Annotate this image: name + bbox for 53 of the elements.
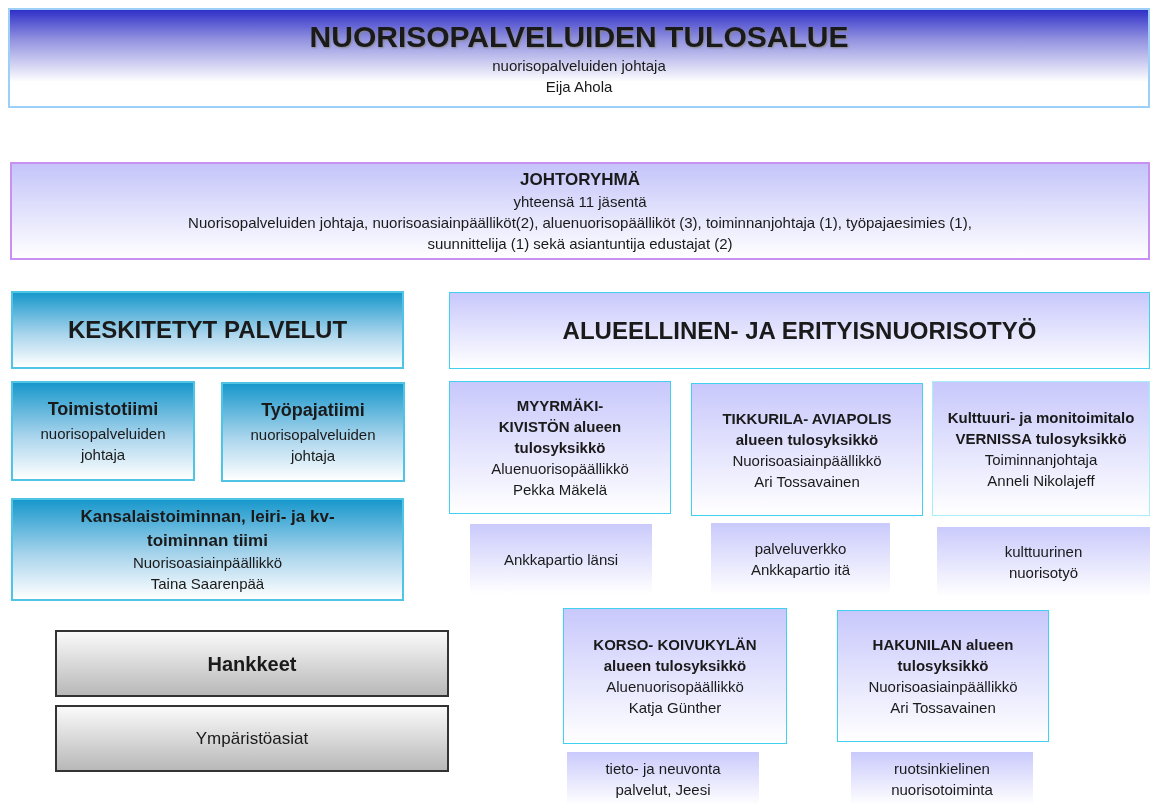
body-text: Nuorisoasiainpäällikkö (132, 553, 283, 574)
body-text: yhteensä 11 jäsentä (513, 192, 647, 213)
service-box (567, 752, 759, 805)
body-text: Ari Tossavainen (890, 698, 996, 718)
heading-text: Kansalaistoiminnan, leiri- ja kv-toiminnan tiimi (79, 505, 336, 552)
unit-box (837, 610, 1049, 742)
heading-text: JOHTORYHMÄ (520, 168, 640, 191)
heading-text: Hankkeet (207, 651, 297, 677)
body-text: Anneli Nikolajeff (987, 470, 1095, 491)
body-text: tieto- ja neuvonta palvelut, Jeesi (604, 758, 722, 800)
heading-text: Toimistotiimi (47, 398, 159, 422)
unit-box (932, 381, 1150, 516)
section-header (11, 291, 404, 369)
heading-text: KESKITETYT PALVELUT (67, 315, 348, 346)
body-text: Pekka Mäkelä (512, 480, 608, 500)
body-text: Ankkapartio länsi (503, 549, 619, 570)
team-box (11, 498, 404, 601)
body-text: Toiminnanjohtaja (984, 449, 1098, 470)
group-box (10, 162, 1150, 260)
body-text: Eija Ahola (545, 77, 613, 97)
heading-text: KORSO- KOIVUKYLÄN alueen tulosyksikkö (592, 635, 758, 676)
unit-box (449, 381, 671, 514)
heading-text: NUORISOPALVELUIDEN TULOSALUE (309, 19, 849, 55)
body-text: Nuorisoasiainpäällikkö (868, 677, 1018, 697)
body-text: kulttuurinen nuorisotyö (1003, 542, 1084, 583)
body-text: Aluenuorisopäällikkö (491, 459, 629, 479)
body-text: nuorisopalveluiden johtaja (39, 423, 167, 465)
body-text: Katja Günther (628, 698, 722, 718)
body-text: nuorisopalveluiden johtaja (492, 56, 666, 76)
section-header (449, 292, 1150, 369)
team-box (11, 381, 195, 481)
service-box (851, 752, 1033, 805)
body-text: Taina Saarenpää (150, 574, 265, 595)
heading-text: TIKKURILA- AVIAPOLIS alueen tulosyksikkö (721, 408, 893, 450)
body-text: Aluenuorisopäällikkö (606, 677, 744, 697)
body-text: ruotsinkielinen nuorisotoiminta (890, 758, 994, 800)
heading-text: HAKUNILAN alueen tulosyksikkö (871, 635, 1015, 676)
heading-text: MYYRMÄKI- KIVISTÖN alueen tulosyksikkö (497, 396, 623, 458)
title-banner (8, 8, 1150, 108)
heading-text: Kulttuuri- ja monitoimitalo VERNISSA tulosyksikkö (946, 407, 1136, 449)
project-box (55, 705, 449, 772)
team-box (221, 382, 405, 482)
body-text: Nuorisoasiainpäällikkö (732, 450, 882, 471)
heading-text: ALUEELLINEN- JA ERITYISNUORISOTYÖ (562, 315, 1037, 346)
heading-text: Työpajatiimi (261, 399, 365, 423)
body-text: nuorisopalveluiden johtaja (249, 424, 377, 466)
body-text: Ympäristöasiat (195, 727, 309, 750)
project-box (55, 630, 449, 697)
body-text: Ari Tossavainen (754, 471, 860, 492)
unit-box (691, 383, 923, 516)
body-text: palveluverkko Ankkapartio itä (749, 539, 852, 580)
unit-box (563, 608, 787, 744)
body-text: Nuorisopalveluiden johtaja, nuorisoasiainpäälliköt(2), aluenuorisopäälliköt (3), toiminnanjohtaja (1), työpajaesimies (1), suunnittelija (1) sekä asiantuntija edustajat (2) (187, 213, 973, 255)
